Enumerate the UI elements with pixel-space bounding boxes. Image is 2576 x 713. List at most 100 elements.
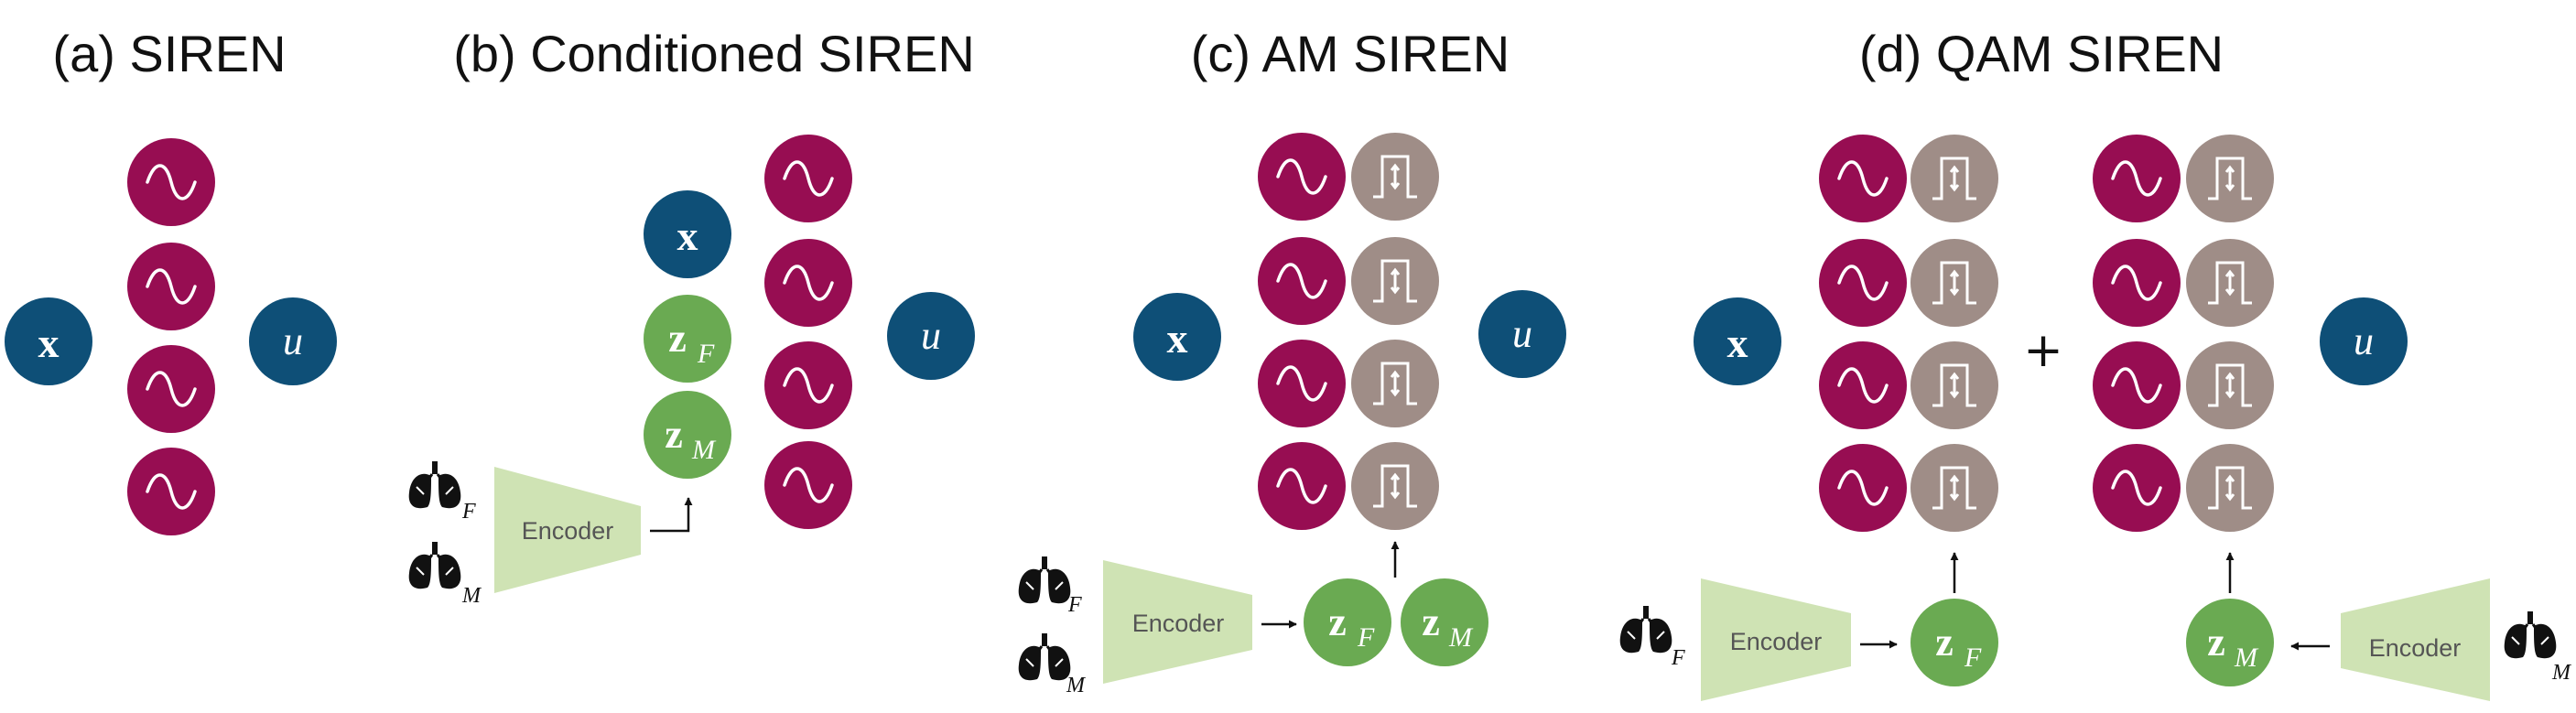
amplitude-modulation-icon xyxy=(1932,363,1976,407)
sine-wave-icon xyxy=(146,268,197,305)
panel-c-title: (c) AM SIREN xyxy=(1191,25,1510,82)
sine-wave-icon xyxy=(146,371,197,407)
sine-wave-icon xyxy=(783,467,834,503)
sine-node xyxy=(2093,135,2181,222)
sine-node xyxy=(764,341,852,429)
amplitude-modulation-icon xyxy=(1932,157,1976,200)
svg-text:x: x xyxy=(1167,315,1188,362)
modulation-node xyxy=(1351,237,1439,325)
svg-text:z: z xyxy=(1935,620,1954,664)
sine-node xyxy=(764,239,852,327)
sine-node xyxy=(1258,340,1346,427)
sine-node xyxy=(127,243,215,330)
sine-node xyxy=(2093,444,2181,532)
lung-label-fixed: F xyxy=(1067,593,1082,617)
sine-wave-icon xyxy=(783,367,834,404)
sine-wave-icon xyxy=(146,473,197,510)
svg-text:z: z xyxy=(2207,620,2225,664)
sine-wave-icon xyxy=(2111,367,2162,404)
modulation-node xyxy=(1910,135,1998,222)
input-node: x xyxy=(1133,293,1221,381)
svg-text:u: u xyxy=(921,313,941,358)
svg-text:Encoder: Encoder xyxy=(2369,634,2462,662)
output-node: u xyxy=(249,297,337,385)
sine-node xyxy=(127,448,215,535)
sine-wave-icon xyxy=(1837,470,1889,506)
svg-text:Encoder: Encoder xyxy=(522,517,614,545)
amplitude-modulation-icon xyxy=(1932,466,1976,510)
amplitude-modulation-icon xyxy=(1373,259,1417,303)
encoder: Encoder xyxy=(494,467,641,593)
input-node: x xyxy=(1694,297,1781,385)
sine-wave-icon xyxy=(2111,470,2162,506)
modulation-node xyxy=(2186,135,2274,222)
svg-text:z: z xyxy=(665,412,683,457)
latent-node-moving: z M xyxy=(1401,578,1488,666)
modulation-node xyxy=(1351,133,1439,221)
sine-node xyxy=(1258,442,1346,530)
modulation-node xyxy=(1910,444,1998,532)
panel-b-title: (b) Conditioned SIREN xyxy=(453,25,975,82)
svg-text:x: x xyxy=(1727,319,1748,366)
output-node: u xyxy=(887,292,975,380)
modulation-node xyxy=(1910,239,1998,327)
sine-wave-icon xyxy=(1276,468,1327,504)
lung-label-moving: M xyxy=(1066,674,1087,697)
latent-node-fixed: z F xyxy=(1304,578,1391,666)
lung-label-moving: M xyxy=(2551,661,2572,685)
sine-node xyxy=(764,135,852,222)
sine-wave-icon xyxy=(1276,263,1327,299)
panel-b: x z F z M u Encoder xyxy=(408,135,975,608)
lung-icon xyxy=(1018,556,1071,604)
lung-label-moving: M xyxy=(461,584,482,608)
sine-node xyxy=(2093,239,2181,327)
svg-text:M: M xyxy=(1448,622,1474,653)
modulation-node xyxy=(1351,442,1439,530)
amplitude-modulation-icon xyxy=(2208,363,2252,407)
svg-text:M: M xyxy=(2234,643,2259,673)
sine-node xyxy=(764,441,852,529)
arrow-icon xyxy=(650,497,693,533)
sine-wave-icon xyxy=(1276,365,1327,402)
svg-text:z: z xyxy=(668,316,687,361)
latent-node-fixed: z F xyxy=(1910,599,1998,686)
svg-text:u: u xyxy=(283,319,303,363)
amplitude-modulation-icon xyxy=(2208,157,2252,200)
modulation-node xyxy=(2186,239,2274,327)
amplitude-modulation-icon xyxy=(1373,464,1417,508)
latent-node-fixed: z F xyxy=(644,295,731,383)
amplitude-modulation-icon xyxy=(1373,155,1417,199)
svg-text:z: z xyxy=(1328,600,1347,644)
svg-text:z: z xyxy=(1422,600,1440,644)
panel-a-title: (a) SIREN xyxy=(52,25,286,82)
panel-d: x + u z F z xyxy=(1619,135,2572,701)
svg-text:M: M xyxy=(691,435,717,465)
svg-text:F: F xyxy=(1964,643,1982,673)
modulation-node xyxy=(2186,444,2274,532)
lung-icon xyxy=(408,461,461,509)
svg-text:u: u xyxy=(2354,319,2374,363)
amplitude-modulation-icon xyxy=(1373,362,1417,405)
lung-icon xyxy=(2504,611,2557,659)
input-node: x xyxy=(5,297,92,385)
output-node: u xyxy=(1478,290,1566,378)
sine-wave-icon xyxy=(783,160,834,197)
svg-text:x: x xyxy=(38,319,60,366)
sine-node xyxy=(1819,444,1907,532)
input-node: x xyxy=(644,190,731,278)
sine-node xyxy=(1819,135,1907,222)
lung-label-fixed: F xyxy=(1671,646,1685,670)
sine-wave-icon xyxy=(2111,160,2162,197)
modulation-node xyxy=(1910,341,1998,429)
sine-node xyxy=(1819,341,1907,429)
lung-icon xyxy=(408,542,461,589)
svg-text:x: x xyxy=(677,212,698,259)
sine-node xyxy=(127,345,215,433)
sine-wave-icon xyxy=(1837,160,1889,197)
encoder: Encoder xyxy=(1103,560,1252,684)
panel-a: x u xyxy=(5,138,337,535)
lung-icon xyxy=(1619,606,1672,654)
sine-node xyxy=(2093,341,2181,429)
sine-wave-icon xyxy=(1837,367,1889,404)
plus-sign: + xyxy=(2023,323,2063,378)
